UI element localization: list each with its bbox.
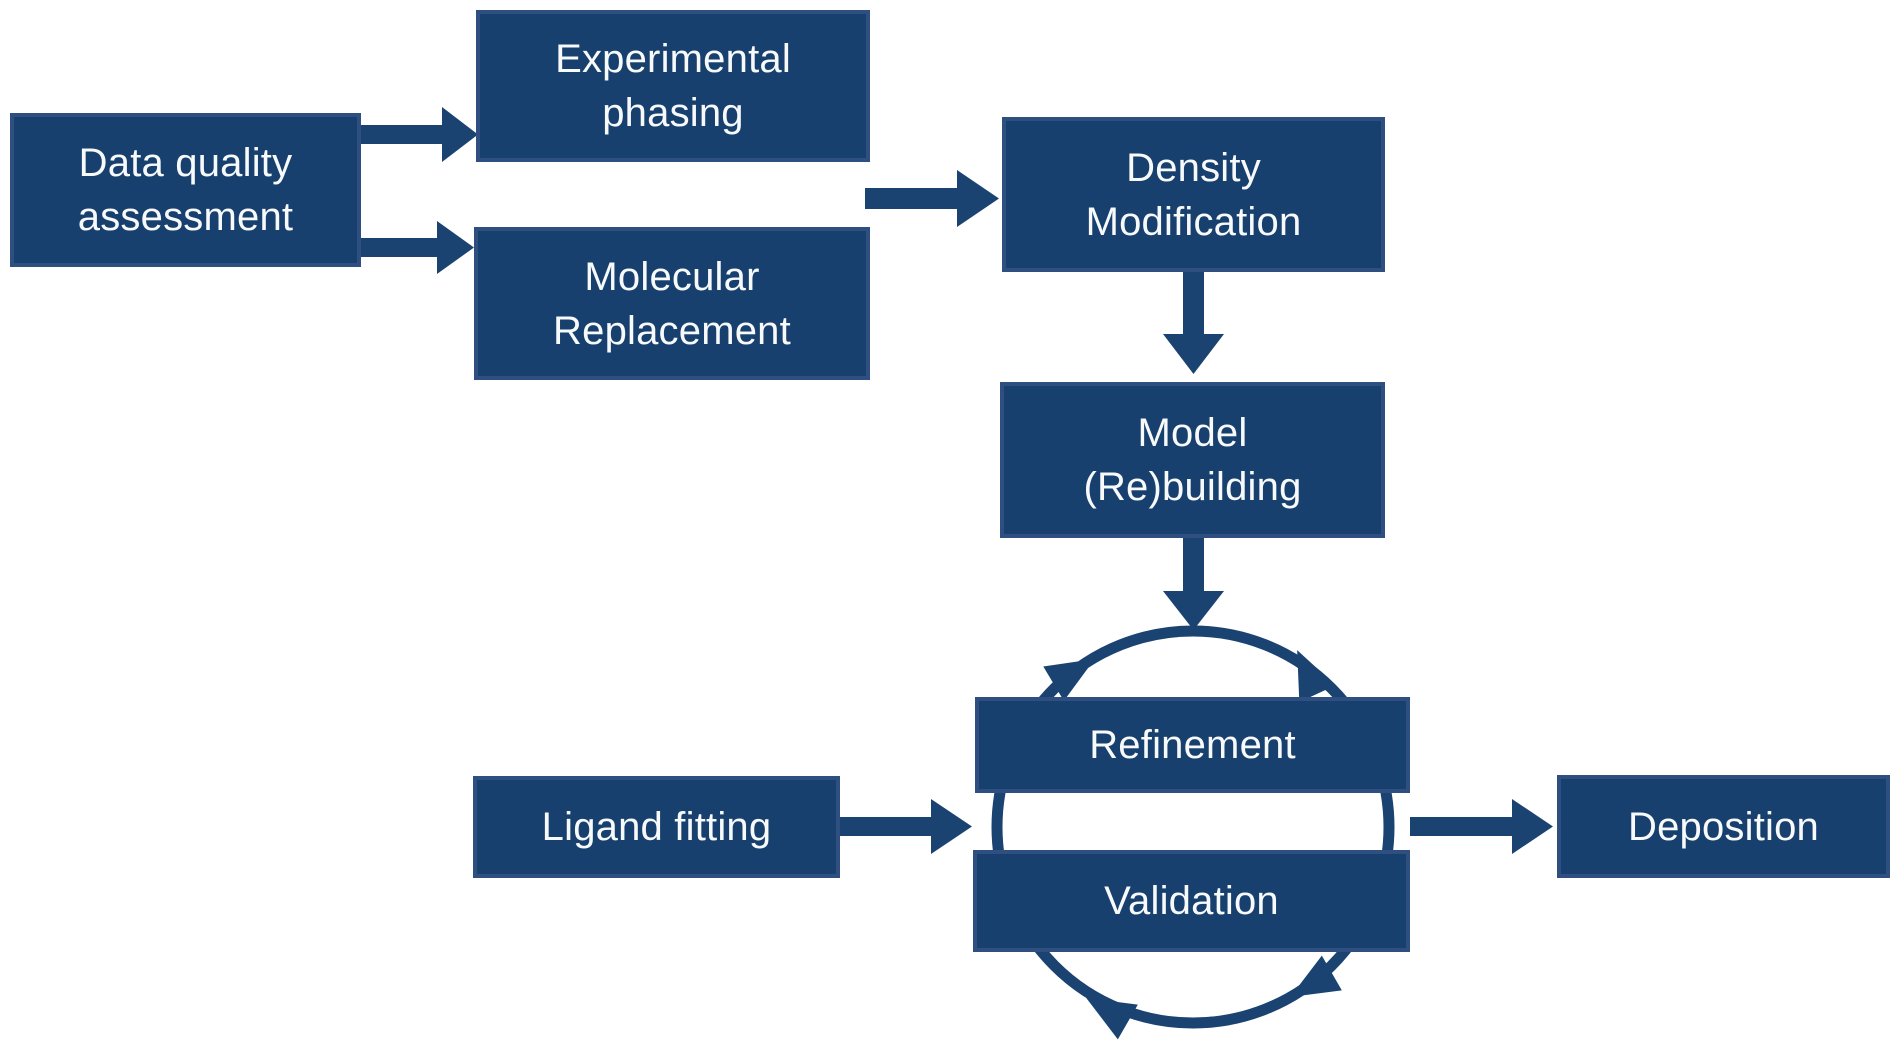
node-deposition: Deposition — [1557, 775, 1890, 878]
arrow-cycle-to-deposition-icon — [1410, 799, 1553, 854]
node-experimental-phasing: Experimental phasing — [476, 10, 870, 162]
node-validation: Validation — [973, 850, 1410, 952]
node-model-rebuilding: Model (Re)building — [1000, 382, 1385, 538]
cycle-arrowhead-top-right-icon — [1297, 650, 1336, 703]
refinement-validation-cycle-ring — [991, 625, 1395, 1029]
cycle-arrowhead-bottom-right-icon — [1290, 955, 1342, 997]
arrow-phasing-to-density-modification-icon — [865, 170, 999, 227]
node-ligand-fitting: Ligand fitting — [473, 776, 840, 878]
node-molecular-replacement: Molecular Replacement — [474, 227, 870, 380]
cycle-arrowhead-top-left-icon — [1043, 658, 1095, 701]
cycle-arrowhead-bottom-left-icon — [1086, 998, 1138, 1040]
node-refinement: Refinement — [975, 697, 1410, 793]
arrow-model-rebuilding-to-cycle-icon — [1163, 538, 1224, 630]
node-density-modification: Density Modification — [1002, 117, 1385, 272]
arrow-ligand-fitting-to-cycle-icon — [840, 799, 972, 854]
node-data-quality-assessment: Data quality assessment — [10, 113, 361, 267]
arrow-data-quality-to-molecular-replacement-icon — [361, 221, 474, 274]
arrow-density-modification-to-model-rebuilding-icon — [1163, 272, 1224, 374]
arrow-data-quality-to-experimental-phasing-icon — [361, 107, 478, 162]
